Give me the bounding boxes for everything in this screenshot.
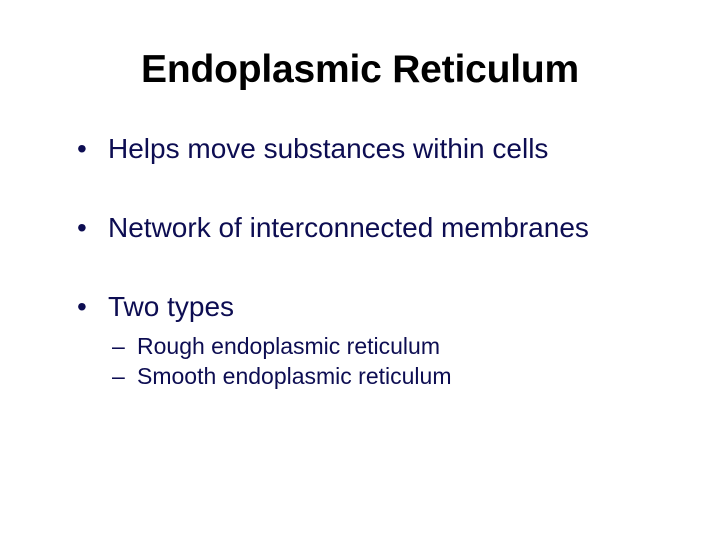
sub-list-item: – Smooth endoplasmic reticulum bbox=[0, 361, 720, 391]
sub-bullet-list: – Rough endoplasmic reticulum – Smooth e… bbox=[0, 331, 720, 391]
page-title: Endoplasmic Reticulum bbox=[141, 48, 579, 91]
bullet-dot-icon: • bbox=[77, 133, 87, 164]
list-item-text: Helps move substances within cells bbox=[108, 133, 549, 164]
sub-list-item: – Rough endoplasmic reticulum bbox=[0, 331, 720, 361]
sub-list-item-text: Rough endoplasmic reticulum bbox=[137, 333, 440, 359]
list-item: • Helps move substances within cells bbox=[0, 132, 720, 166]
list-item-text: Network of interconnected membranes bbox=[108, 212, 589, 243]
list-item: • Network of interconnected membranes bbox=[0, 211, 720, 245]
dash-bullet-icon: – bbox=[112, 333, 125, 359]
list-item-text: Two types bbox=[108, 291, 235, 322]
list-item: • Two types bbox=[0, 290, 720, 324]
bullet-dot-icon: • bbox=[77, 291, 87, 322]
bullet-dot-icon: • bbox=[77, 212, 87, 243]
dash-bullet-icon: – bbox=[112, 363, 125, 389]
sub-list-item-text: Smooth endoplasmic reticulum bbox=[137, 363, 452, 389]
slide-bullet-list: • Helps move substances within cells • N… bbox=[0, 132, 720, 391]
